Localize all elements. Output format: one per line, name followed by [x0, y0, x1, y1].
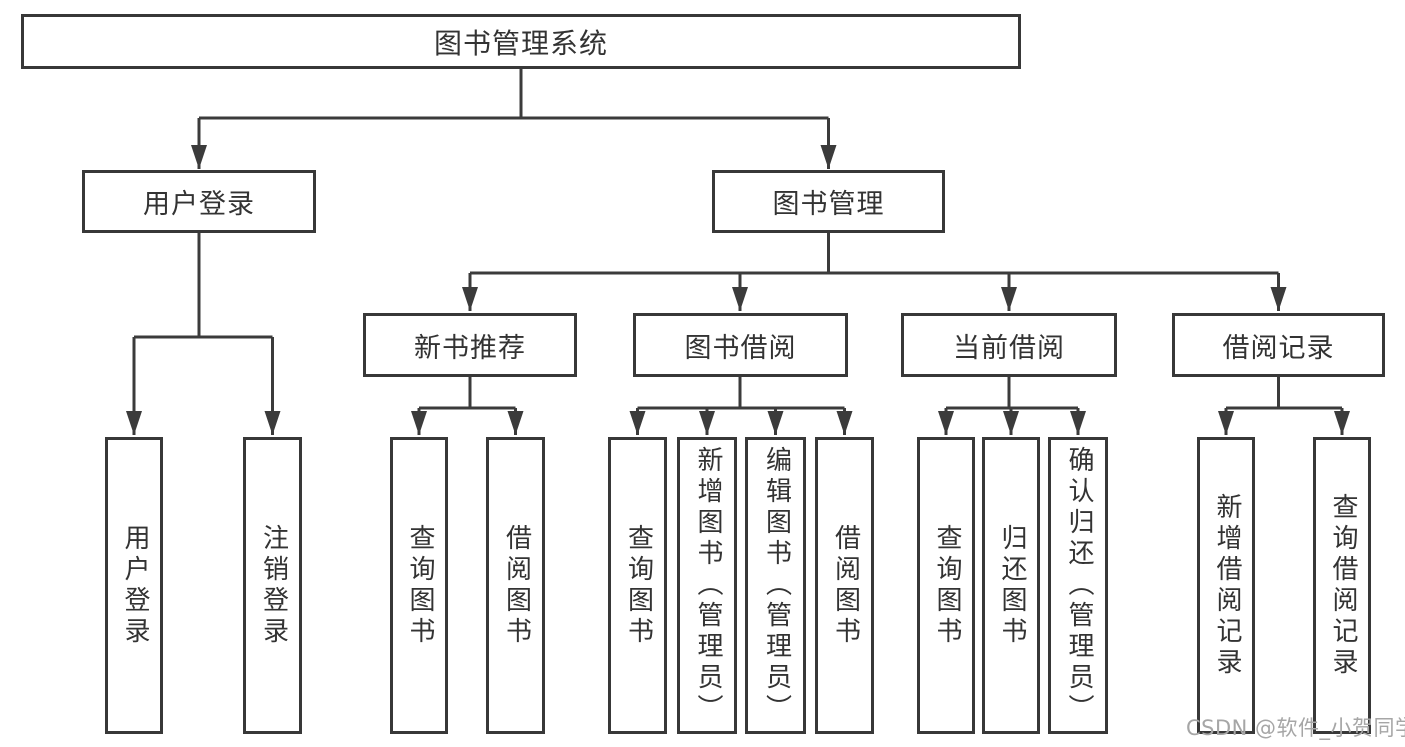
node-current-borrowing: 当前借阅 — [901, 313, 1117, 377]
node-label: 查询图书 — [623, 523, 654, 648]
node-label: 查询图书 — [404, 523, 435, 648]
node-label: 注销登录 — [258, 523, 289, 648]
connector-line — [470, 233, 1279, 275]
connector-book-mgmt-children — [462, 233, 1287, 311]
node-label: 新增图书（管理员） — [692, 446, 723, 725]
node-label: 查询借阅记录 — [1327, 492, 1358, 679]
node-book-management: 图书管理 — [712, 170, 945, 233]
connector-book-borrow-children — [629, 377, 853, 435]
node-logout: 注销登录 — [243, 437, 302, 734]
node-add-borrow-record: 新增借阅记录 — [1197, 437, 1255, 734]
connector-user-login-children — [126, 233, 281, 435]
node-label: 借阅图书 — [830, 523, 861, 648]
node-label: 归还图书 — [996, 523, 1027, 648]
node-borrowsec-borrow-books: 借阅图书 — [815, 437, 874, 734]
connector-current-borrow-children — [938, 377, 1086, 435]
node-borrowsec-query-books: 查询图书 — [608, 437, 667, 734]
connector-line — [637, 377, 845, 410]
node-user-login-action: 用户登录 — [105, 437, 163, 734]
node-return-book: 归还图书 — [982, 437, 1040, 734]
connector-borrow-records-children — [1218, 377, 1350, 435]
node-newbook-query-books: 查询图书 — [390, 437, 448, 734]
node-user-login: 用户登录 — [82, 170, 316, 233]
connector-line — [946, 377, 1078, 410]
connector-line — [419, 377, 516, 410]
connector-line — [134, 233, 273, 339]
node-label: 借阅图书 — [501, 523, 532, 648]
connector-new-book-children — [411, 377, 524, 435]
node-borrow-records: 借阅记录 — [1172, 313, 1385, 377]
connector-line — [199, 69, 829, 120]
node-add-book-admin: 新增图书（管理员） — [677, 437, 737, 734]
node-new-book-recommend: 新书推荐 — [363, 313, 577, 377]
node-edit-book-admin: 编辑图书（管理员） — [745, 437, 806, 734]
connector-line — [1226, 377, 1342, 410]
node-label: 查询图书 — [931, 523, 962, 648]
node-book-borrowing: 图书借阅 — [633, 313, 848, 377]
connector-root-to-level1 — [191, 69, 837, 169]
node-label: 确认归还（管理员） — [1063, 446, 1094, 725]
node-query-borrow-record: 查询借阅记录 — [1313, 437, 1371, 734]
node-label: 用户登录 — [119, 523, 150, 648]
node-label: 编辑图书（管理员） — [761, 446, 792, 725]
csdn-watermark: CSDN @软件_小贺同学 — [1186, 716, 1405, 740]
node-label: 新增借阅记录 — [1211, 492, 1242, 679]
node-confirm-return-admin: 确认归还（管理员） — [1048, 437, 1108, 734]
node-library-system: 图书管理系统 — [21, 14, 1021, 69]
node-newbook-borrow-books: 借阅图书 — [486, 437, 545, 734]
node-current-query-books: 查询图书 — [917, 437, 975, 734]
